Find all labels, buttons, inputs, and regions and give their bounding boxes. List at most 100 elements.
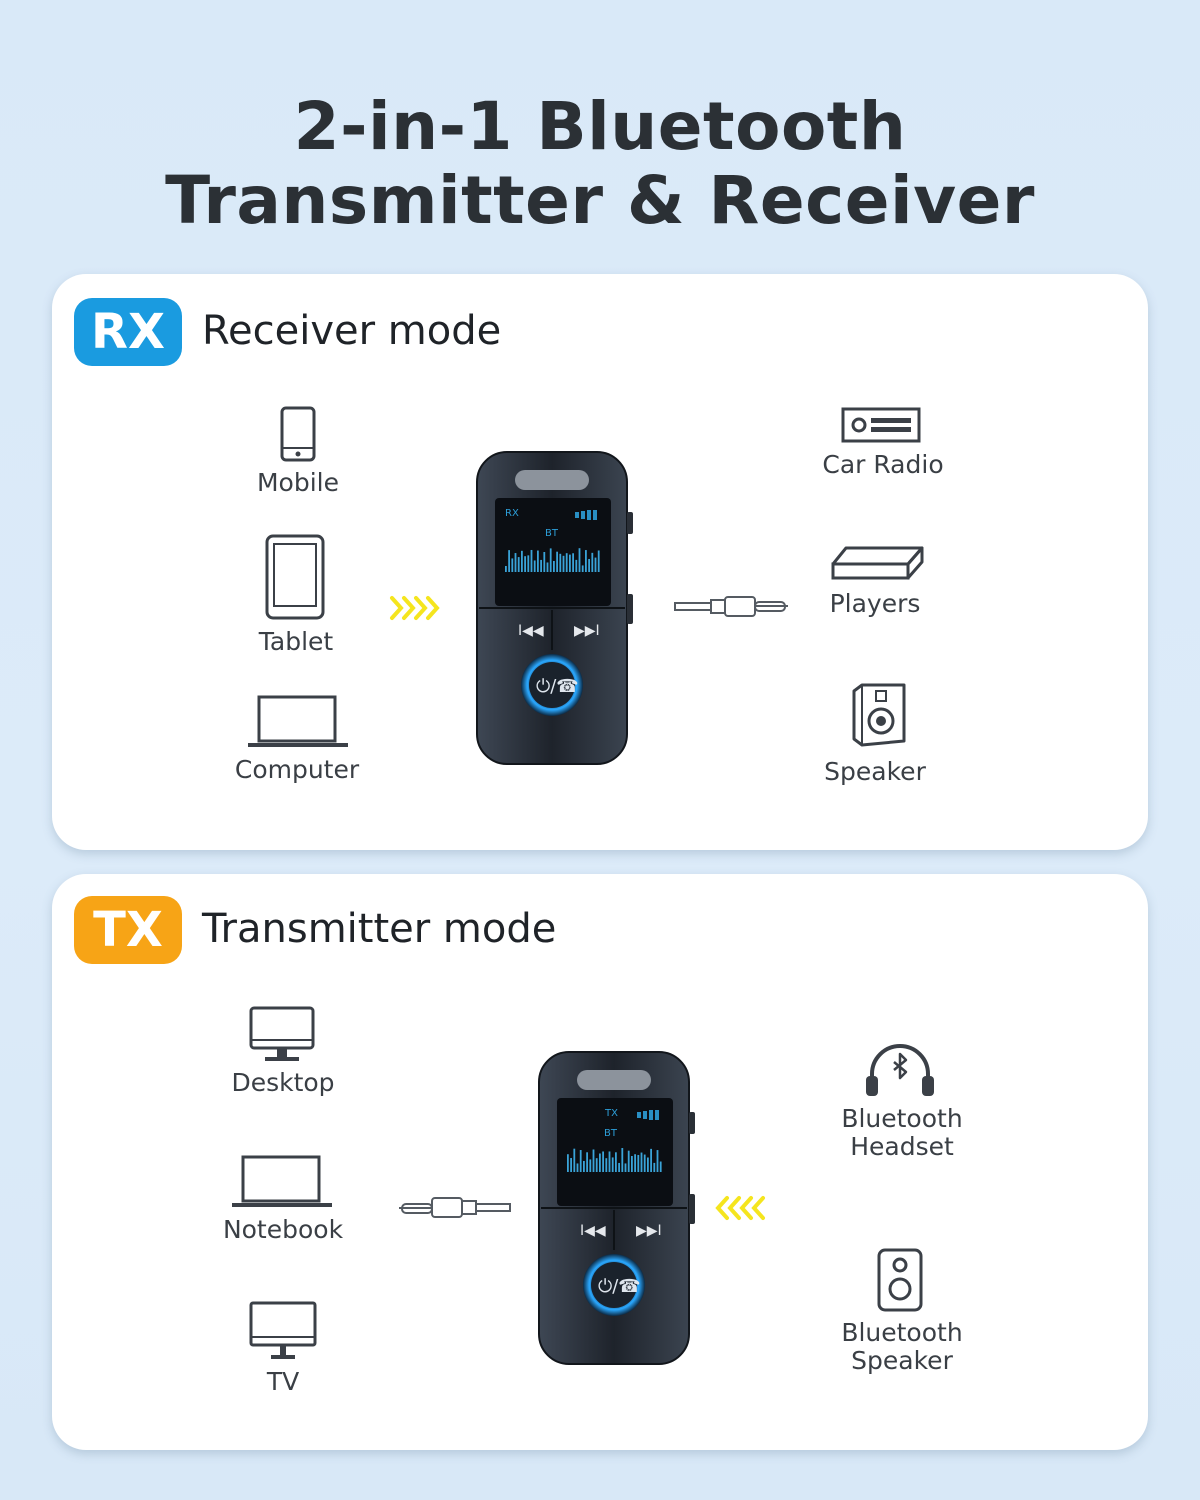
svg-text:▶▶I: ▶▶I (574, 623, 600, 639)
car-radio-icon (841, 407, 921, 443)
player-icon (831, 546, 924, 580)
tx-device: I◀◀ ▶▶I ⏻/☎ (538, 1051, 695, 1365)
equalizer-bar (597, 550, 600, 572)
equalizer-bar (533, 560, 536, 572)
svg-text:⏻/☎: ⏻/☎ (536, 676, 579, 697)
equalizer-bar (508, 550, 510, 572)
equalizer-bar (591, 552, 594, 572)
equalizer-bar (647, 1157, 649, 1172)
equalizer-bar (611, 1157, 614, 1172)
equalizer-bar (631, 1156, 633, 1172)
equalizer-bar (640, 1152, 643, 1172)
equalizer-bar (549, 548, 552, 572)
equalizer-bar (650, 1148, 652, 1172)
aux-cable-icon (399, 1197, 511, 1218)
equalizer-bar (578, 548, 581, 572)
equalizer-bar (595, 1158, 598, 1172)
equalizer-bar (543, 552, 546, 572)
equalizer-bar (553, 560, 555, 572)
equalizer-bar (524, 556, 526, 572)
equalizer-bar (546, 562, 549, 572)
equalizer-bar (581, 565, 584, 572)
rx-screen-source: BT (545, 528, 558, 539)
output-label-bluetooth-speaker-2: Speaker (851, 1346, 953, 1375)
receiver-mode-label: Receiver mode (202, 308, 502, 354)
equalizer-bar (589, 1159, 592, 1172)
equalizer-bar (637, 1154, 640, 1172)
tv-icon (249, 1301, 317, 1359)
equalizer-bar (565, 553, 568, 572)
equalizer-bar (621, 1148, 624, 1172)
rx-screen-mode: RX (505, 508, 519, 519)
equalizer-bar (583, 1160, 585, 1172)
output-label-bluetooth-speaker-1: Bluetooth (841, 1318, 963, 1347)
svg-text:I◀◀: I◀◀ (518, 623, 544, 639)
bluetooth-speaker-icon (877, 1248, 923, 1312)
svg-text:⏻/☎: ⏻/☎ (598, 1276, 641, 1297)
tx-badge: TX (74, 896, 182, 964)
equalizer-bar (653, 1162, 656, 1172)
equalizer-bar (608, 1151, 611, 1172)
svg-text:I◀◀: I◀◀ (580, 1223, 606, 1239)
arrow-right-icon (390, 596, 440, 620)
title-line-2: Transmitter & Receiver (165, 162, 1035, 239)
equalizer-bar (521, 550, 523, 572)
equalizer-bar (627, 1150, 630, 1172)
arrow-left-icon (715, 1196, 765, 1220)
aux-cable-icon (674, 596, 788, 617)
equalizer-bar (559, 553, 562, 572)
output-label-speaker: Speaker (824, 757, 926, 786)
rx-device: I◀◀ ▶▶I ⏻/☎ (476, 451, 633, 765)
output-label-car-radio: Car Radio (822, 450, 944, 479)
desktop-icon (249, 1006, 315, 1061)
equalizer-bar (540, 559, 542, 572)
output-label-bluetooth-headset-2: Headset (850, 1132, 954, 1161)
equalizer-bar (556, 551, 558, 572)
laptop-icon (248, 695, 348, 747)
equalizer-bar (562, 555, 565, 572)
notebook-icon (232, 1155, 332, 1207)
equalizer-bar (514, 553, 517, 572)
equalizer-bar (530, 549, 533, 572)
equalizer-bar (592, 1149, 595, 1172)
equalizer-bar (517, 557, 520, 572)
equalizer-bar (585, 550, 587, 572)
tx-screen-source: BT (604, 1128, 617, 1139)
equalizer-bar (505, 566, 507, 572)
speaker-icon (852, 683, 906, 747)
output-label-players: Players (829, 589, 921, 618)
equalizer-bar (599, 1153, 601, 1172)
rx-badge: RX (74, 298, 182, 366)
equalizer-bar (573, 1148, 576, 1172)
svg-text:▶▶I: ▶▶I (636, 1223, 662, 1239)
equalizer-bar (511, 558, 514, 572)
transmitter-mode-label: Transmitter mode (202, 906, 557, 952)
tablet-icon (265, 534, 325, 620)
source-label-desktop: Desktop (231, 1068, 335, 1097)
output-label-bluetooth-headset-1: Bluetooth (841, 1104, 963, 1133)
equalizer-bar (588, 558, 590, 572)
bluetooth-headset-icon (866, 1044, 934, 1096)
source-label-computer: Computer (234, 755, 360, 784)
equalizer-bar (594, 557, 597, 572)
equalizer-bar (576, 1163, 579, 1172)
equalizer-bar (615, 1152, 617, 1172)
equalizer-bar (567, 1154, 569, 1172)
equalizer-bar (605, 1158, 608, 1172)
equalizer-bar (527, 555, 530, 572)
equalizer-bar (572, 553, 574, 572)
mobile-icon (280, 406, 316, 462)
equalizer-bar (579, 1150, 582, 1172)
source-label-notebook: Notebook (222, 1215, 344, 1244)
equalizer-bar (569, 554, 571, 572)
equalizer-bar (643, 1154, 646, 1172)
title-line-1: 2-in-1 Bluetooth (293, 88, 907, 165)
equalizer-bar (575, 559, 578, 572)
equalizer-bar (570, 1158, 572, 1172)
tx-screen-mode: TX (605, 1108, 618, 1119)
equalizer-bar (537, 550, 539, 572)
source-label-mobile: Mobile (256, 468, 339, 497)
equalizer-bar (659, 1161, 662, 1172)
equalizer-bar (602, 1151, 604, 1172)
equalizer-bar (656, 1150, 659, 1172)
